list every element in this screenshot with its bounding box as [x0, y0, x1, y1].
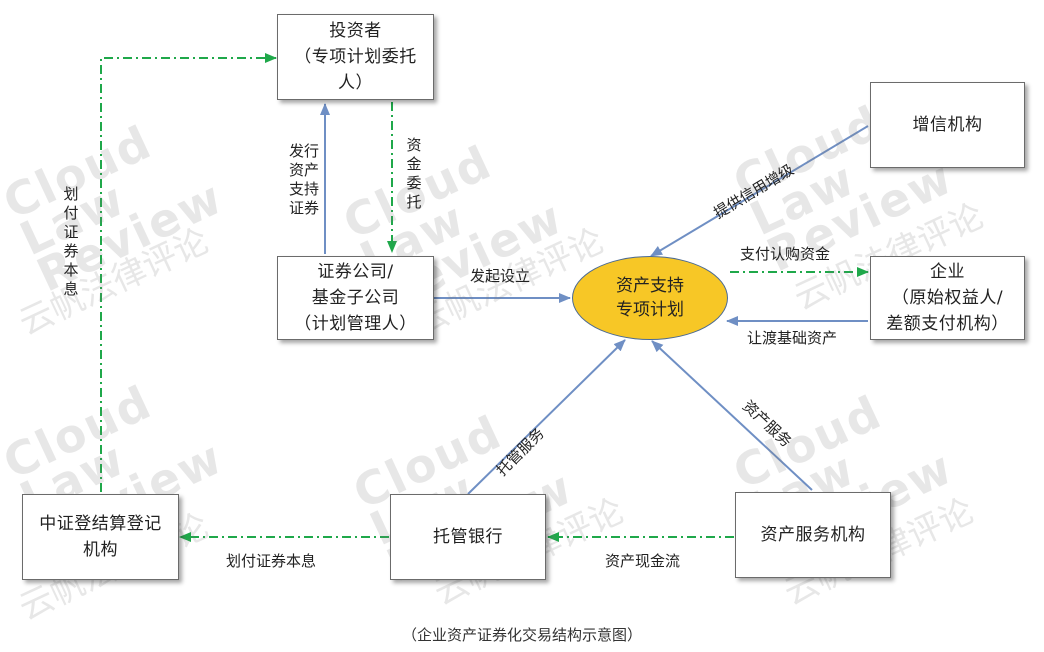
edge-label-asset-cash-flow: 资产现金流	[605, 552, 681, 570]
node-asset-servicer: 资产服务机构	[735, 492, 891, 578]
edge-label-initiate: 发起设立	[470, 267, 531, 285]
node-special-plan: 资产支持 专项计划	[572, 256, 728, 340]
node-custodian-bank: 托管银行	[390, 494, 546, 580]
edge-label-entrust-funds: 资金委托	[406, 136, 422, 211]
node-csdc-label: 中证登结算登记 机构	[39, 514, 162, 560]
node-investor-label: 投资者 （专项计划委托 人）	[294, 21, 417, 93]
node-asset-servicer-label: 资产服务机构	[760, 525, 866, 545]
node-plan-manager-label: 证券公司/ 基金子公司 （计划管理人）	[294, 262, 417, 334]
edge-label-pay-subscription: 支付认购资金	[740, 245, 831, 263]
edge-label-pay-principal-left: 划付证券本息	[63, 185, 79, 298]
edge-asset-service	[651, 340, 813, 491]
edge-label-issue-securities: 发行资产支持证券	[288, 142, 319, 217]
edge-custody-service	[467, 339, 626, 495]
node-custodian-bank-label: 托管银行	[433, 527, 503, 547]
node-csdc: 中证登结算登记 机构	[22, 494, 179, 580]
node-credit-enhancer-label: 增信机构	[912, 115, 983, 135]
edge-label-pay-principal-bottom: 划付证券本息	[226, 552, 317, 570]
node-investor: 投资者 （专项计划委托 人）	[277, 14, 434, 100]
node-special-plan-label: 资产支持 专项计划	[616, 276, 684, 320]
node-enterprise-label: 企业 （原始权益人/ 差额支付机构）	[886, 262, 1009, 334]
edge-label-transfer-assets: 让渡基础资产	[747, 329, 838, 347]
node-credit-enhancer: 增信机构	[870, 82, 1025, 168]
figure-caption: （企业资产证券化交易结构示意图）	[401, 626, 642, 644]
node-plan-manager: 证券公司/ 基金子公司 （计划管理人）	[277, 256, 434, 340]
edge-credit-enhancement	[650, 125, 869, 257]
edge-pay-principal-left	[100, 53, 277, 492]
node-enterprise: 企业 （原始权益人/ 差额支付机构）	[870, 256, 1025, 340]
